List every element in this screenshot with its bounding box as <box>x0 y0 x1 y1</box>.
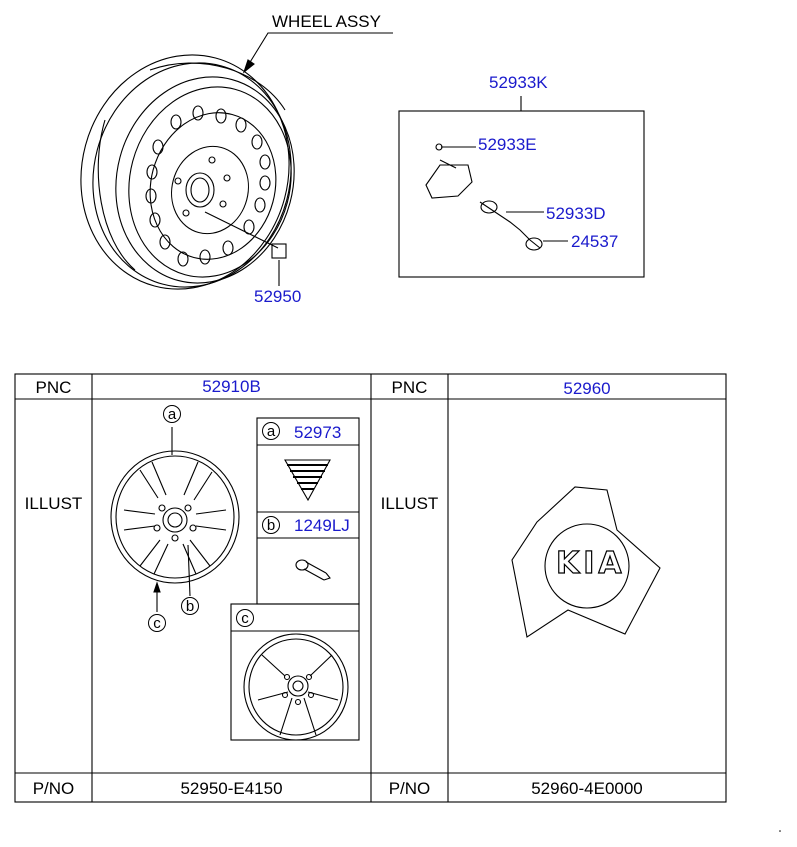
tpms-kit-drawing <box>398 96 645 278</box>
callout-tpms-kit[interactable]: 52933K <box>489 73 548 92</box>
callout-tpms-screw[interactable]: 52933E <box>478 135 537 154</box>
steel-wheel-drawing <box>80 54 295 290</box>
sub-marker-a: a <box>262 422 280 440</box>
wheel-assy-leader <box>243 32 393 73</box>
pnc-header-left: PNC <box>35 378 72 397</box>
wheel-marker-a: a <box>163 405 181 423</box>
callout-valve-cap[interactable]: 24537 <box>571 232 619 251</box>
balance-weight-drawing <box>284 459 331 502</box>
sub-marker-c: c <box>236 609 254 627</box>
alloy-wheel-drawing <box>110 427 240 612</box>
pno-value-left: 52950-E4150 <box>180 779 283 798</box>
pno-label-left: P/NO <box>32 779 75 798</box>
illust-label-left: ILLUST <box>24 494 83 513</box>
assembly-title: WHEEL ASSY <box>272 12 381 31</box>
center-cap-drawing <box>511 486 661 638</box>
alloy-wheel-small-drawing <box>243 633 349 741</box>
wheel-marker-c: c <box>148 614 166 632</box>
sub-marker-b: b <box>262 516 280 534</box>
callout-wheel-nut[interactable]: 52950 <box>254 287 302 306</box>
pnc-value-left[interactable]: 52910B <box>202 377 261 396</box>
spec-table-grid <box>14 373 727 803</box>
kia-logo: KIA <box>555 546 626 581</box>
sub-part-a[interactable]: 52973 <box>294 423 342 442</box>
sub-part-b[interactable]: 1249LJ <box>294 516 350 535</box>
pno-value-right: 52960-4E0000 <box>531 779 643 798</box>
wheel-marker-b: b <box>181 597 199 615</box>
pno-label-right: P/NO <box>388 779 431 798</box>
callout-tpms-valve[interactable]: 52933D <box>546 204 606 223</box>
screw-drawing <box>295 559 331 581</box>
illust-label-right: ILLUST <box>380 494 439 513</box>
pnc-value-right[interactable]: 52960 <box>563 379 611 398</box>
pnc-header-right: PNC <box>391 378 428 397</box>
